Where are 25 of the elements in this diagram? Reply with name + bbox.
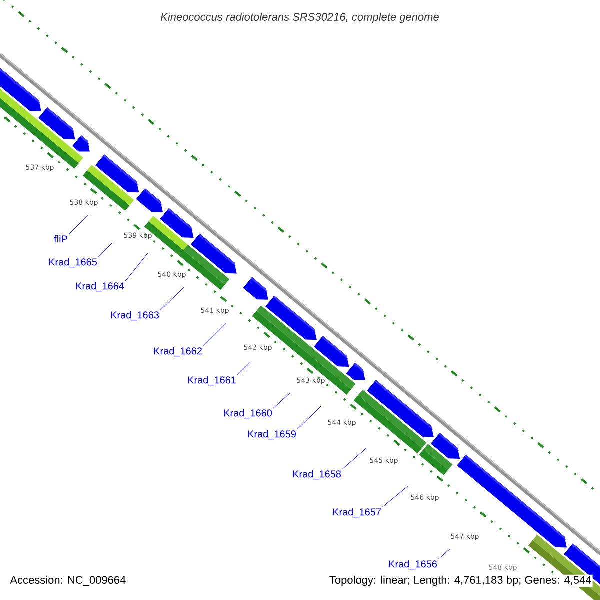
title: Kineococcus radiotolerans SRS30216, complete genome (160, 12, 439, 24)
leader-line (203, 323, 226, 346)
leader-line (125, 252, 148, 282)
leader-line (98, 242, 113, 258)
gene-label: Krad_1663 (111, 311, 160, 321)
leader-line (68, 215, 89, 234)
gene-label: Krad_1664 (76, 282, 124, 292)
accession-text: Accession: NC_009664 (10, 576, 126, 586)
leader-line (273, 392, 291, 408)
leader-line (382, 486, 408, 508)
gene-label: Krad_1659 (248, 430, 296, 440)
leader-line (160, 287, 184, 310)
gene-label: Krad_1665 (49, 258, 98, 268)
leader-line (237, 362, 251, 376)
gene-label: Krad_1657 (333, 508, 381, 518)
gene-label: Krad_1661 (188, 376, 236, 386)
gene-label: Krad_1660 (224, 409, 272, 419)
gene-label: Krad_1662 (154, 347, 202, 357)
gene-label: Krad_1658 (293, 470, 342, 480)
leader-line (297, 406, 322, 430)
summary-text: Topology: linear; Length: 4,761,183 bp; Genes: 4,544 (328, 574, 593, 588)
gene-label: fliP (54, 235, 68, 243)
leader-line (438, 548, 451, 560)
leader-line (342, 448, 367, 470)
gene-label: Krad_1656 (389, 560, 438, 570)
